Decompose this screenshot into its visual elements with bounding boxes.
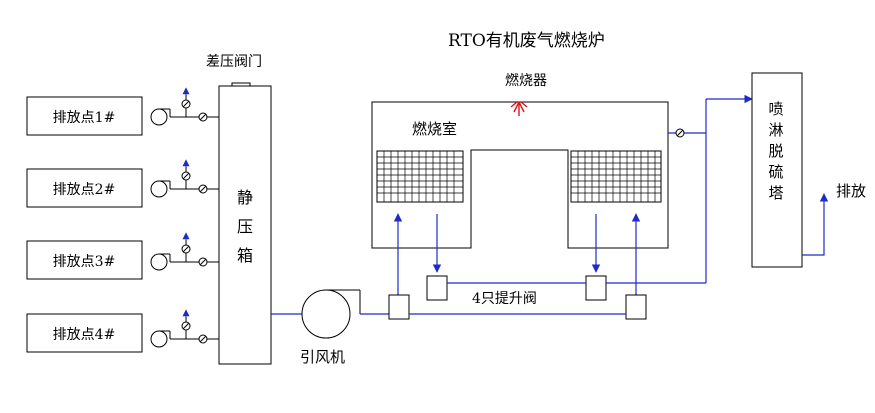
static-box-char: 箱 [237,246,253,265]
heat-storage-bed-left [376,150,464,203]
lift-valves [388,275,647,320]
tower-char: 塔 [768,184,783,202]
lift-valve [625,294,647,320]
fan-label: 引风机 [300,348,345,366]
tower-char: 脱 [768,142,783,160]
furnace-flow-arrows [393,213,641,295]
emission-point-1: 排放点1# [26,96,143,136]
emission-point-3: 排放点3# [26,240,143,280]
spray-desulfurization-tower: 喷 淋 脱 硫 塔 [751,72,803,268]
manifold-pipes [409,94,753,315]
static-box-char: 静 [237,188,253,207]
diagram-title: RTO有机废气燃烧炉 [448,31,605,51]
emission-point-label: 排放点4# [53,327,116,343]
static-box-char: 压 [237,217,253,236]
heat-storage-bed-right [570,150,662,203]
induced-draft-fan: 引风机 [300,289,361,366]
flame-icon [510,101,528,116]
point-fans-valves [150,87,219,348]
emission-point-label: 排放点1# [53,110,116,126]
emission-point-4: 排放点4# [26,313,143,353]
diff-pressure-valve-label: 差压阀门 [206,54,262,70]
tower-char: 硫 [768,163,783,181]
tower-char: 喷 [768,100,783,118]
exhaust-outlet: 排放 [802,182,866,256]
lift-valve [585,275,607,301]
small-fan-icon [150,180,168,198]
rto-furnace [371,101,669,249]
small-fan-icon [150,330,168,348]
lift-valves-label: 4只提升阀 [472,291,537,307]
lift-valve [426,275,448,301]
lift-valve [388,294,410,320]
chamber-label: 燃烧室 [412,120,457,138]
burner-label: 燃烧器 [505,72,547,89]
emission-point-2: 排放点2# [26,168,143,208]
small-fan-icon [150,108,168,126]
exhaust-label: 排放 [836,182,866,200]
static-pressure-box: 静 压 箱 [218,85,272,365]
emission-point-label: 排放点3# [53,254,116,270]
small-fan-icon [150,253,168,271]
tower-char: 淋 [768,121,783,139]
emission-point-label: 排放点2# [53,182,116,198]
